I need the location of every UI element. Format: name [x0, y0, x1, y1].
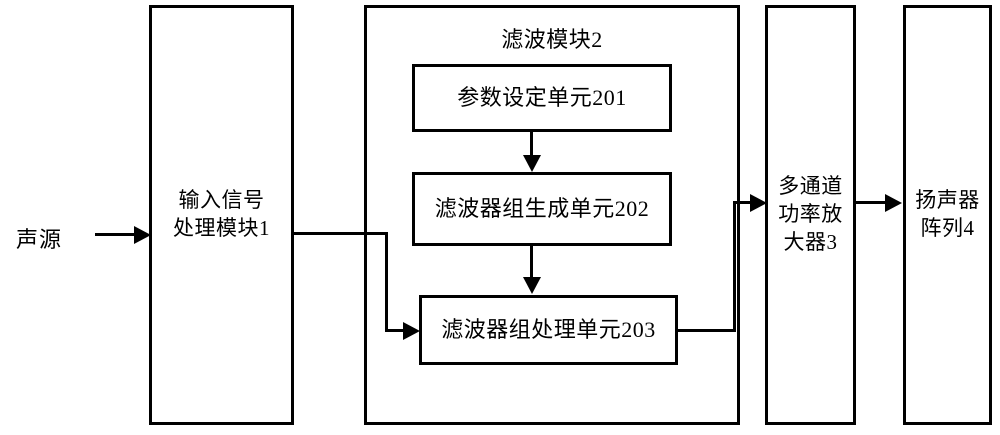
block-input-signal-processing-module-label: 输入信号 处理模块1 — [173, 188, 270, 240]
unit-filter-bank-processing[interactable]: 滤波器组处理单元203 — [419, 295, 678, 365]
connector-input-to-filter-h1 — [294, 232, 388, 235]
unit-parameter-setting[interactable]: 参数设定单元201 — [412, 64, 672, 132]
arrowhead-202-to-203 — [523, 277, 541, 294]
unit-filter-bank-generation-label: 滤波器组生成单元202 — [434, 195, 650, 221]
connector-201-to-202 — [530, 132, 533, 157]
block-filter-module[interactable] — [364, 5, 740, 425]
block-multichannel-power-amplifier-label: 多通道 功率放 大器3 — [778, 174, 843, 254]
arrowhead-201-to-202 — [523, 155, 541, 172]
connector-203-to-amp-h1 — [678, 329, 736, 332]
block-loudspeaker-array[interactable]: 扬声器 阵列4 — [903, 5, 992, 425]
block-multichannel-power-amplifier[interactable]: 多通道 功率放 大器3 — [765, 5, 856, 425]
connector-202-to-203 — [530, 246, 533, 279]
arrowhead-source-to-input — [134, 226, 151, 244]
arrowhead-amp-to-speaker — [885, 194, 902, 212]
connector-203-to-amp-v — [733, 201, 736, 332]
connector-amp-to-speaker — [856, 201, 888, 204]
connector-input-to-filter-h2 — [385, 329, 407, 332]
block-loudspeaker-array-label: 扬声器 阵列4 — [915, 188, 980, 240]
source-label: 声源 — [16, 227, 63, 252]
unit-parameter-setting-label: 参数设定单元201 — [457, 84, 627, 110]
block-input-signal-processing-module[interactable]: 输入信号 处理模块1 — [149, 5, 294, 425]
connector-source-to-input — [95, 233, 138, 236]
unit-filter-bank-processing-label: 滤波器组处理单元203 — [441, 316, 656, 342]
connector-input-to-filter-v — [385, 232, 388, 332]
unit-filter-bank-generation[interactable]: 滤波器组生成单元202 — [412, 172, 672, 246]
arrowhead-203-to-amplifier — [750, 194, 767, 212]
connector-203-to-amp-h2 — [733, 201, 755, 204]
block-filter-module-label: 滤波模块2 — [501, 27, 603, 52]
arrowhead-input-to-filter-unit-203 — [403, 322, 420, 340]
